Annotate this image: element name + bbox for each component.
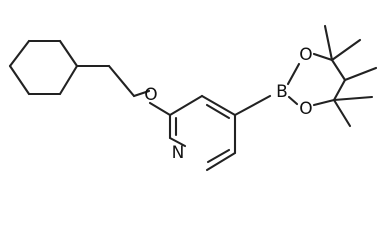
bond [287,95,299,106]
methyl-groups [323,24,378,128]
dioxaborolane-ring [286,52,347,107]
methyl-bond [323,24,334,62]
bond [312,52,334,62]
bond [58,64,79,96]
methyl-bond [332,95,374,102]
pyridine-ring [168,94,237,172]
bond [286,62,301,86]
bond [233,94,272,117]
bond [205,151,237,172]
methylene-linker [75,64,172,117]
bond [8,64,31,96]
ether-oxygen-label: O [144,85,157,105]
bond [200,94,237,117]
boron-label: B [276,82,288,102]
bond [312,98,336,107]
bond [107,64,136,98]
bond [330,58,347,82]
bond [132,89,151,98]
molecule-diagram: O N B O O [8,24,378,172]
methyl-bond [330,38,362,62]
ring-oxygen-top-label: O [299,45,312,65]
methyl-bond [343,66,378,82]
bond [168,94,204,117]
bond [205,103,231,120]
bond [168,136,187,148]
cyclohexyl-ring [8,39,79,96]
nitrogen-label: N [172,143,185,163]
structure-canvas: O N B O O [8,24,378,172]
bond [332,78,347,102]
bond [206,148,231,164]
bond [8,39,31,68]
bond [148,101,172,117]
methyl-bond [332,98,352,128]
bond [58,39,79,68]
ring-oxygen-bottom-label: O [299,99,312,119]
